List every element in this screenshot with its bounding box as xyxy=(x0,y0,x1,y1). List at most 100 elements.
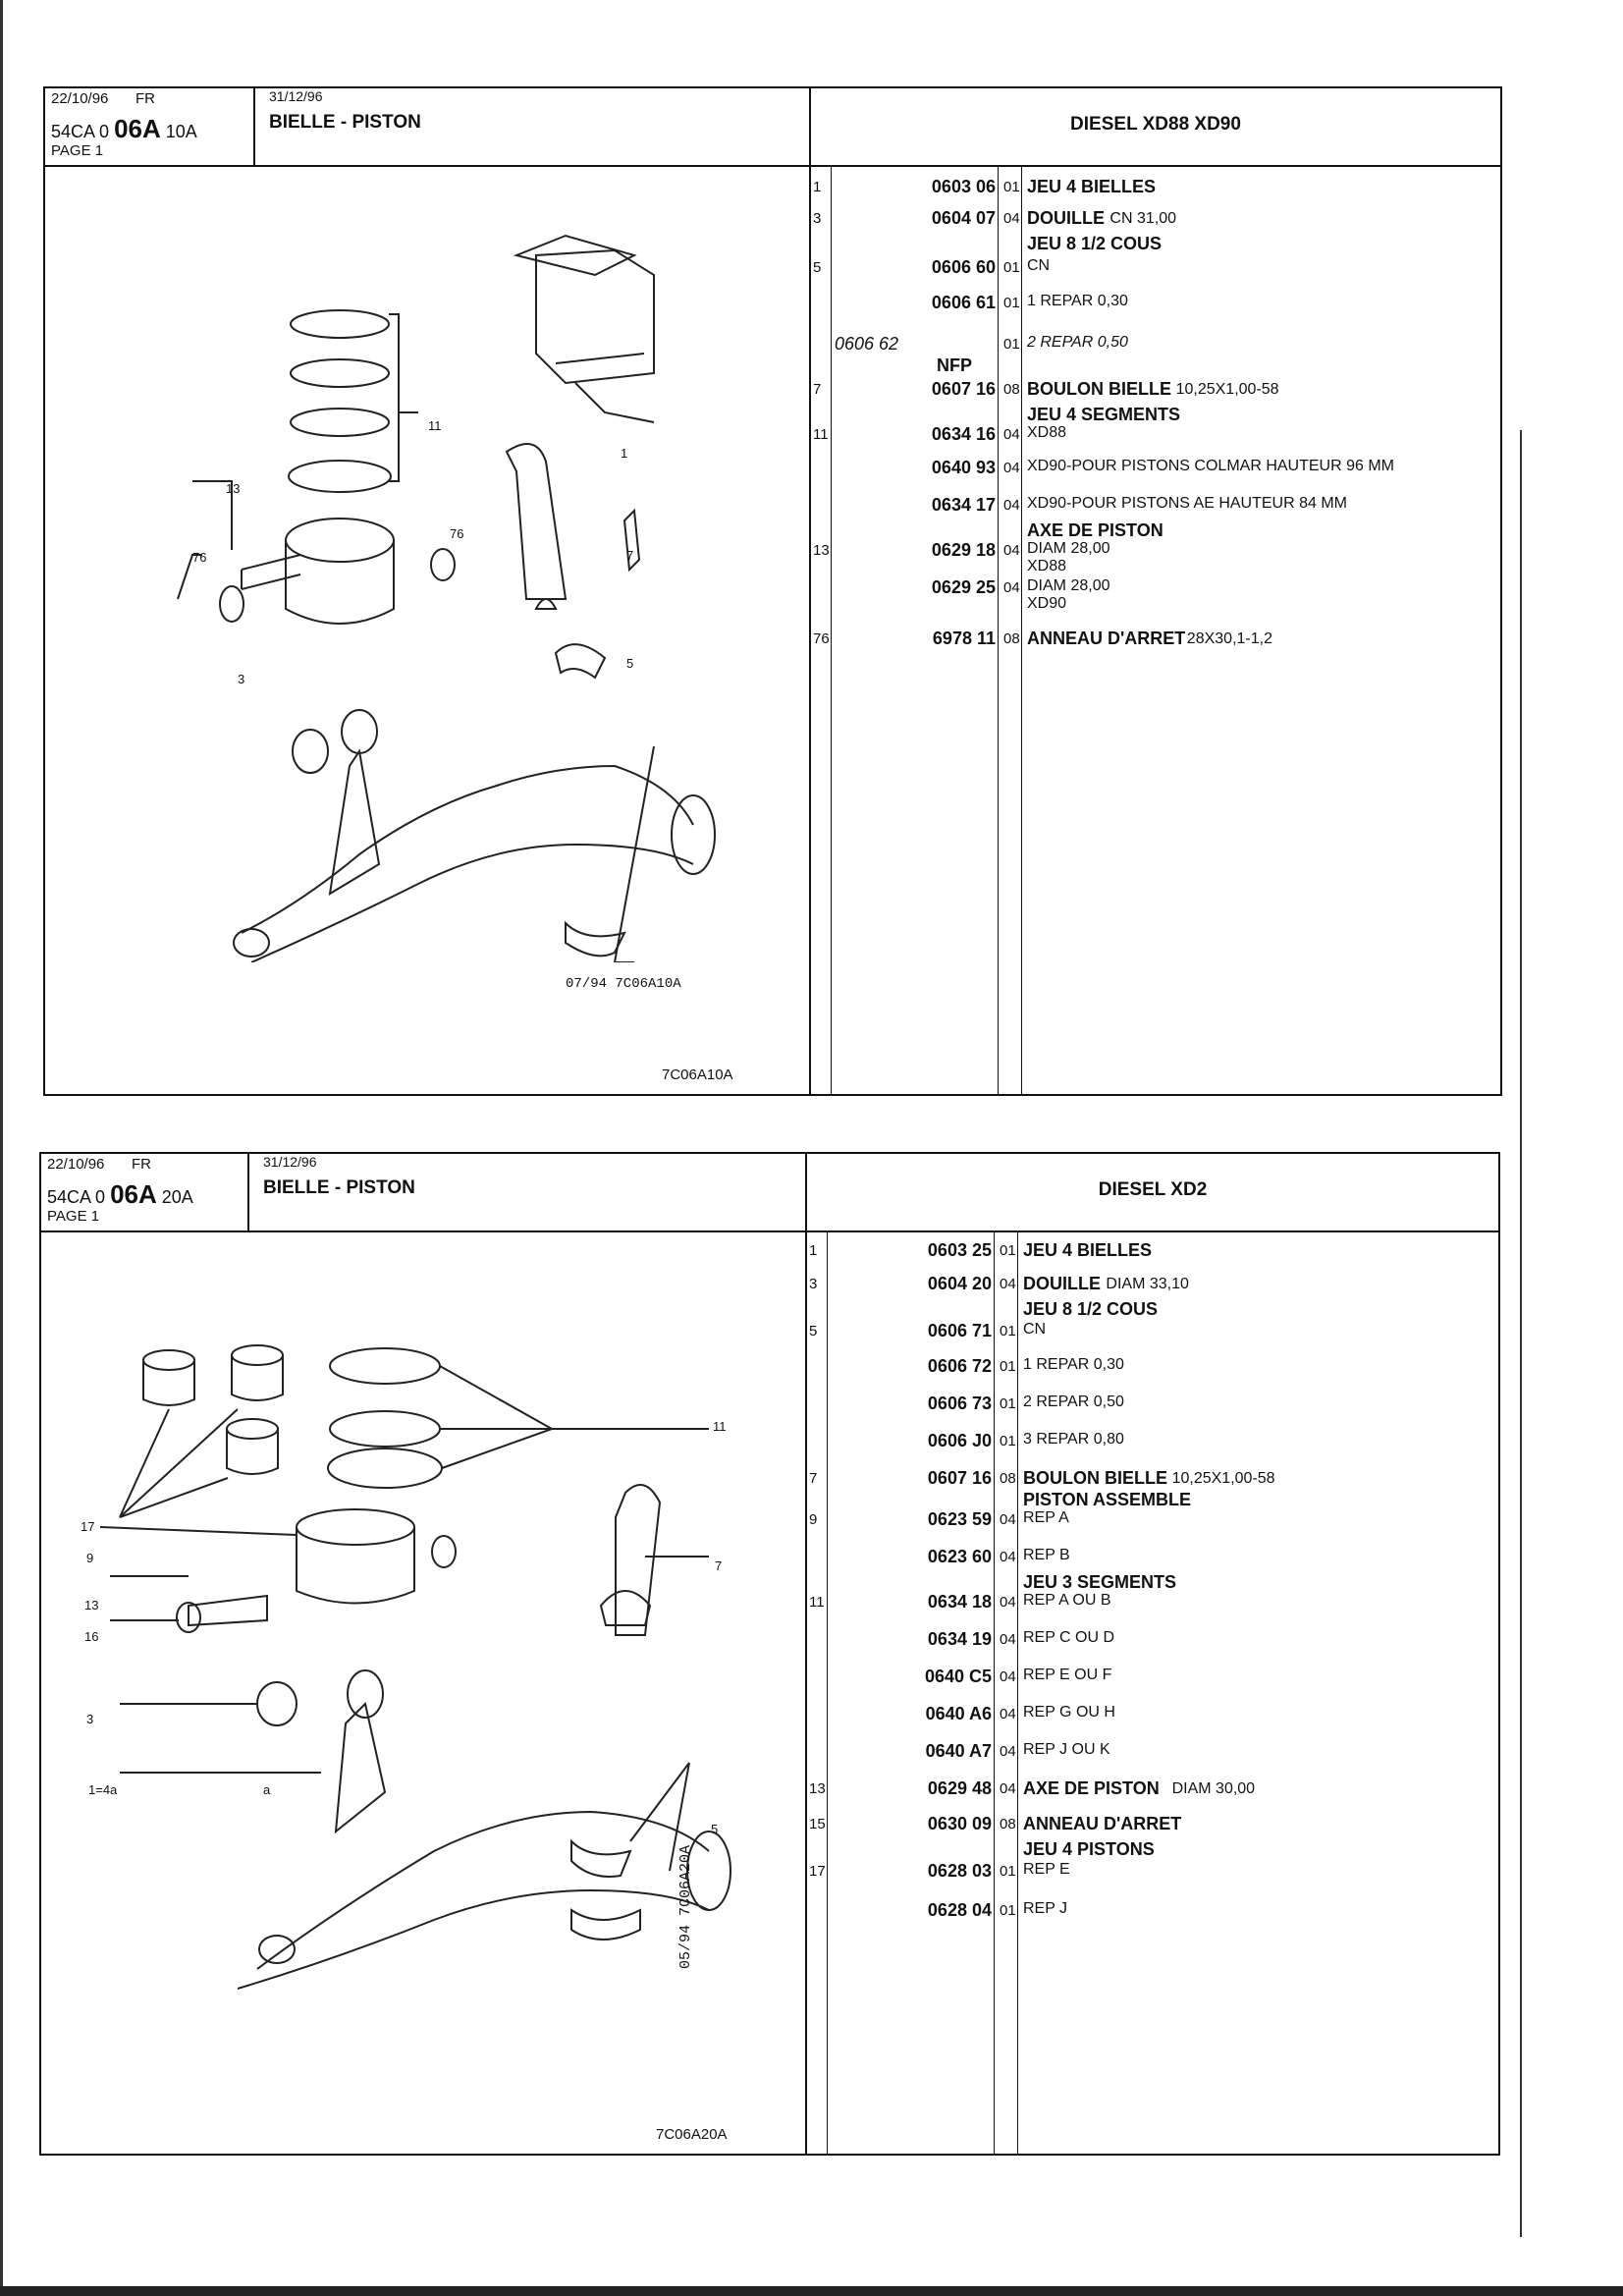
description: REP A xyxy=(1023,1509,1069,1526)
part-number: 0640 93 xyxy=(931,458,996,477)
table-row: 0640 A6 04 REP G OU H xyxy=(805,1704,1498,1727)
description: REP G OU H xyxy=(1023,1704,1115,1721)
table-row: JEU 8 1/2 COUS xyxy=(809,234,1502,257)
quantity: 01 xyxy=(1003,259,1020,276)
part-number: 0634 16 xyxy=(931,424,996,444)
part-number: 0606 60 xyxy=(931,257,996,277)
catalog-panel-1: 22/10/96 FR 54CA 0 06A 10A PAGE 1 31/12/… xyxy=(43,86,1502,1096)
description: AXE DE PISTON xyxy=(1027,520,1163,540)
table-row: AXE DE PISTON xyxy=(809,520,1502,544)
panel-2-date: 22/10/96 xyxy=(47,1156,105,1173)
part-number: 0629 25 xyxy=(931,577,996,597)
panel-1-callout: 7 xyxy=(626,548,634,563)
quantity: 04 xyxy=(1000,1631,1016,1648)
panel-2-part-col-line xyxy=(994,1232,995,2156)
description: 2 REPAR 0,50 xyxy=(1023,1394,1124,1410)
part-number: 0606 62 xyxy=(835,334,899,354)
ref-number: 7 xyxy=(813,381,822,398)
part-number: 0640 A6 xyxy=(925,1704,992,1723)
ref-number: 1 xyxy=(809,1242,818,1259)
panel-1-divider xyxy=(809,167,811,1096)
panel-1-callout: 11 xyxy=(428,418,442,433)
panel-2-title-date: 31/12/96 xyxy=(263,1154,317,1170)
description: ANNEAU D'ARRET xyxy=(1023,1814,1182,1833)
panel-2-lang: FR xyxy=(132,1156,151,1173)
part-number: 0606 61 xyxy=(931,293,996,312)
ref-number: 13 xyxy=(809,1780,826,1797)
part-number: 0607 16 xyxy=(927,1468,992,1488)
ref-number: 3 xyxy=(813,210,822,227)
panel-2-engine-box: DIESEL XD2 xyxy=(805,1154,1498,1232)
panel-1-title: BIELLE - PISTON xyxy=(269,112,421,133)
panel-1-code-main: 06A xyxy=(114,114,161,143)
part-number: 0628 04 xyxy=(927,1900,992,1920)
part-number: 0603 25 xyxy=(927,1240,992,1260)
panel-2-code-main: 06A xyxy=(110,1179,157,1209)
scan-edge-bottom xyxy=(0,2286,1623,2296)
panel-2-callout: 7 xyxy=(715,1558,723,1573)
quantity: 04 xyxy=(1003,460,1020,476)
panel-2-title-box: 31/12/96 BIELLE - PISTON xyxy=(249,1154,848,1232)
description: 3 REPAR 0,80 xyxy=(1023,1431,1124,1448)
description: 1 REPAR 0,30 xyxy=(1027,293,1128,309)
quantity: 04 xyxy=(1000,1706,1016,1722)
panel-1-callout: 13 xyxy=(226,481,241,496)
description: BOULON BIELLE xyxy=(1027,379,1171,399)
part-number: 0606 73 xyxy=(927,1394,992,1413)
quantity: 08 xyxy=(1003,381,1020,398)
panel-2-engine: DIESEL XD2 xyxy=(1098,1179,1208,1200)
quantity: 08 xyxy=(1000,1470,1016,1487)
panel-1-page: PAGE 1 xyxy=(51,142,104,159)
description-detail: 10,25X1,00-58 xyxy=(1175,381,1279,398)
scan-edge-left xyxy=(0,0,3,2296)
part-number: 0604 07 xyxy=(931,208,996,228)
table-row: JEU 3 SEGMENTS xyxy=(805,1572,1498,1596)
panel-2-title: BIELLE - PISTON xyxy=(263,1177,415,1198)
description: REP J xyxy=(1023,1900,1068,1917)
panel-2-callout: 5 xyxy=(711,1822,719,1836)
description: XD88 xyxy=(1027,558,1067,574)
description: XD90 xyxy=(1027,595,1067,612)
quantity: 08 xyxy=(1000,1816,1016,1832)
description: REP C OU D xyxy=(1023,1629,1115,1646)
panel-1-diagram-caption: 07/94 7C06A10A xyxy=(566,976,681,992)
panel-1-callout: 5 xyxy=(626,656,634,671)
quantity: 01 xyxy=(1000,1323,1016,1339)
quantity: 01 xyxy=(1003,336,1020,353)
panel-2-diagram-code: 7C06A20A xyxy=(656,2126,728,2143)
panel-1-title-box: 31/12/96 BIELLE - PISTON xyxy=(255,88,854,167)
panel-2-callout: 11 xyxy=(713,1419,727,1434)
description: 1 REPAR 0,30 xyxy=(1023,1356,1124,1373)
quantity: 08 xyxy=(1003,630,1020,647)
panel-2-callout: 17 xyxy=(81,1519,95,1534)
quantity: 04 xyxy=(1003,579,1020,596)
table-row: XD90 xyxy=(809,595,1502,619)
part-number: 0606 J0 xyxy=(927,1431,992,1450)
table-row: PISTON ASSEMBLE xyxy=(805,1490,1498,1513)
description: JEU 4 PISTONS xyxy=(1023,1839,1155,1859)
ref-number: 15 xyxy=(809,1816,826,1832)
table-row: JEU 8 1/2 COUS xyxy=(805,1299,1498,1323)
description: PISTON ASSEMBLE xyxy=(1023,1490,1192,1509)
quantity: 01 xyxy=(1000,1242,1016,1259)
part-number: 0634 18 xyxy=(927,1592,992,1612)
part-number: 0634 19 xyxy=(927,1629,992,1649)
description: XD88 xyxy=(1027,424,1067,441)
panel-1-ref-col-line xyxy=(831,167,832,1096)
panel-2-ref-col-line xyxy=(827,1232,828,2156)
ref-number: 17 xyxy=(809,1863,826,1880)
ref-number: 13 xyxy=(813,542,830,559)
part-number: 0640 A7 xyxy=(925,1741,992,1761)
description-detail: 10,25X1,00-58 xyxy=(1171,1470,1275,1487)
panel-2-code-prefix: 54CA 0 xyxy=(47,1187,106,1207)
